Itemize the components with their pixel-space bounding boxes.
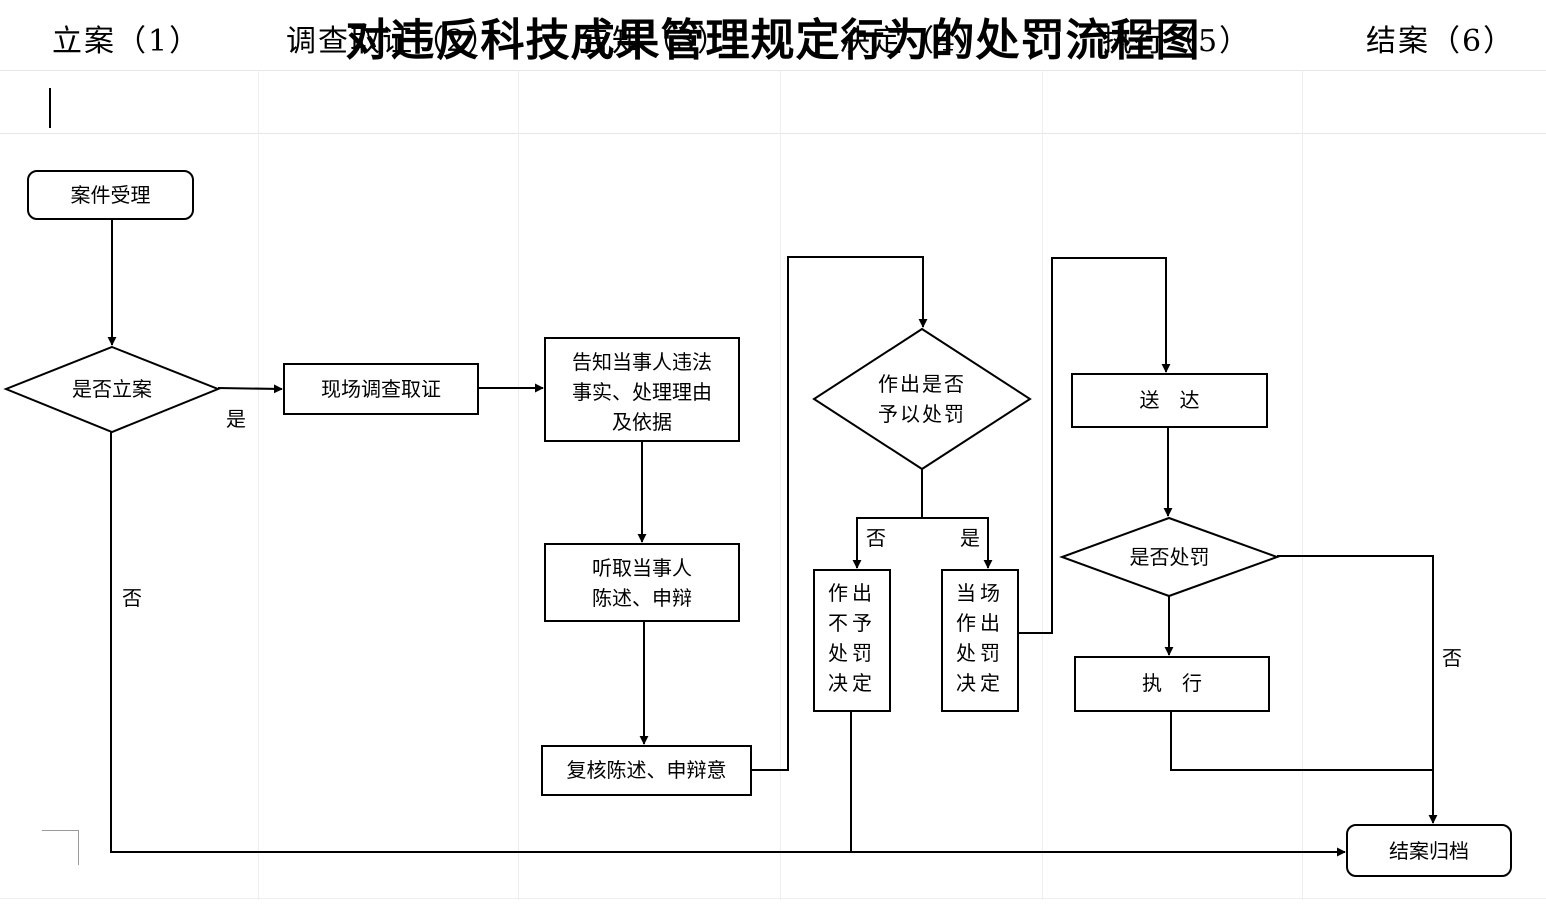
edge-label-decide-no: 否 — [866, 526, 886, 550]
edge-onsite-to-deliver — [1018, 257, 1171, 634]
node-deliver: 送 达 — [1139, 388, 1200, 412]
node-no-penalty-line-2: 不予 — [828, 611, 876, 635]
node-hear-line-2: 陈述、申辩 — [592, 586, 692, 610]
page-corner-mark — [42, 830, 79, 865]
column-title-investigation: 调查取证（2） — [286, 24, 500, 59]
edge-label-decide-yes: 是 — [960, 526, 980, 550]
archive-box — [1346, 824, 1512, 877]
column-divider — [518, 70, 519, 900]
node-is-register: 是否立案 — [72, 377, 152, 401]
column-header-row — [0, 70, 1546, 134]
node-notify-line-2: 事实、处理理由 — [572, 380, 712, 404]
node-no-penalty-line-3: 处罚 — [828, 641, 876, 665]
node-case-accept: 案件受理 — [70, 183, 151, 207]
text-cursor — [49, 88, 51, 128]
node-site-investigation: 现场调查取证 — [321, 377, 441, 401]
node-onsite-line-2: 作出 — [956, 611, 1004, 635]
review-box — [541, 745, 752, 796]
column-title-decision: 决定（4） — [840, 24, 990, 59]
edge-register-no — [110, 432, 1346, 857]
node-no-penalty-line-1: 作出 — [828, 581, 876, 605]
edge-label-register-yes: 是 — [226, 407, 246, 431]
hear-statement-box — [544, 543, 740, 622]
onsite-penalty-box — [941, 569, 1019, 712]
node-notify-line-3: 及依据 — [612, 410, 672, 434]
node-hear-line-1: 听取当事人 — [592, 556, 692, 580]
no-penalty-box — [813, 569, 891, 712]
column-title-execution: 执行（5） — [1102, 24, 1252, 59]
node-decide-line-1: 作出是否 — [878, 372, 966, 396]
column-divider — [780, 70, 781, 900]
execute-box — [1074, 656, 1270, 712]
edge-register-yes — [217, 384, 283, 394]
node-review: 复核陈述、申辩意 — [566, 758, 727, 782]
node-onsite-line-1: 当场 — [956, 581, 1004, 605]
deliver-box — [1071, 373, 1268, 428]
node-onsite-line-3: 处罚 — [956, 641, 1004, 665]
node-decide-line-2: 予以处罚 — [878, 402, 966, 426]
node-is-penalize: 是否处罚 — [1129, 545, 1210, 569]
edge-decide-no — [852, 517, 922, 569]
case-accept-box — [27, 170, 194, 220]
node-execute: 执 行 — [1142, 671, 1202, 695]
column-title-notification: 告知（3） — [580, 24, 730, 59]
column-divider — [1302, 70, 1303, 900]
notify-box — [544, 337, 740, 442]
edge-review-to-decide — [751, 256, 928, 771]
site-investigation-box — [283, 363, 479, 415]
edge-execute-to-archive — [1170, 711, 1433, 771]
footer-divider — [0, 898, 1546, 899]
node-onsite-line-4: 决定 — [956, 671, 1004, 695]
column-title-closing: 结案（6） — [1366, 24, 1516, 59]
edge-label-penalize-no: 否 — [1442, 646, 1462, 670]
node-notify-line-1: 告知当事人违法 — [572, 350, 712, 374]
node-no-penalty-line-4: 决定 — [828, 671, 876, 695]
edge-penalize-no — [1277, 555, 1438, 824]
column-title-register: 立案（1） — [52, 24, 202, 59]
edge-label-register-no: 否 — [122, 586, 142, 610]
edge-decide-yes — [922, 517, 993, 569]
node-archive: 结案归档 — [1389, 839, 1469, 863]
column-divider — [258, 70, 259, 900]
page-title: 对违反科技成果管理规定行为的处罚流程图 — [345, 15, 1201, 66]
column-divider — [1042, 70, 1043, 900]
